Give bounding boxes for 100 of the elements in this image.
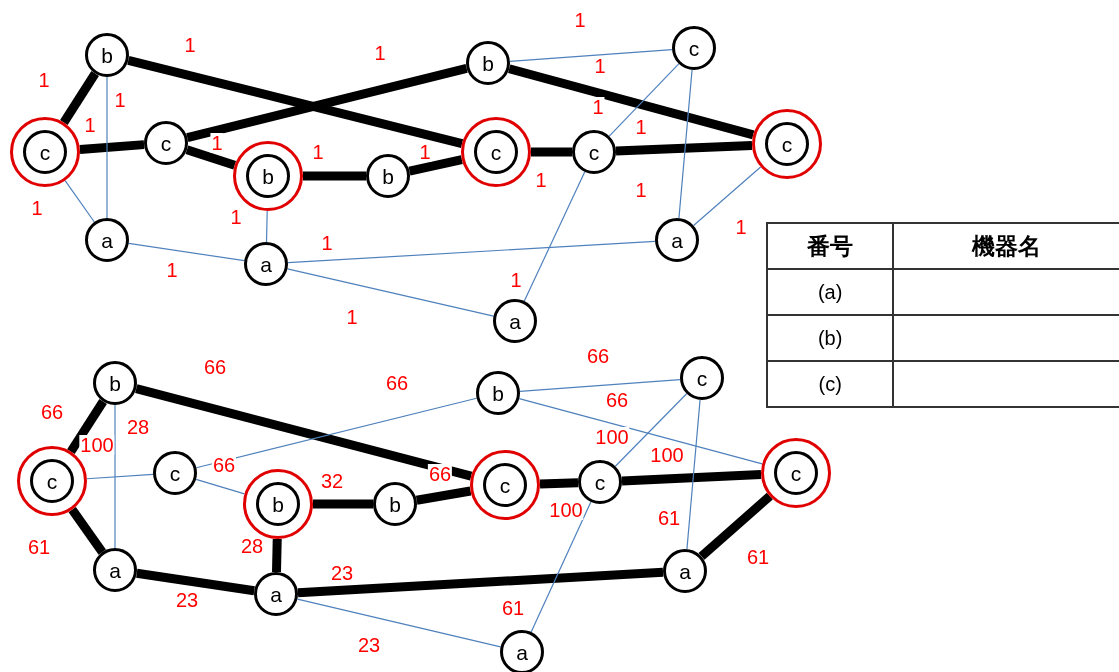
edge-label: 1 bbox=[320, 233, 334, 253]
circle-node bbox=[93, 548, 137, 592]
edge-label: 61 bbox=[26, 537, 52, 557]
edge-label: 1 bbox=[311, 142, 325, 162]
node-letter: a bbox=[671, 229, 683, 251]
link-line bbox=[530, 501, 592, 633]
circle-node bbox=[466, 41, 510, 85]
double-circle-node bbox=[233, 141, 303, 211]
edge-label: 28 bbox=[239, 536, 265, 556]
edge-label: 1 bbox=[373, 43, 387, 63]
double-circle-node bbox=[752, 109, 822, 179]
node-letter: c bbox=[499, 474, 511, 496]
link-line bbox=[303, 171, 366, 181]
circle-node bbox=[144, 121, 188, 165]
edge-label: 1 bbox=[113, 90, 127, 110]
edge-label: 23 bbox=[174, 590, 200, 610]
circle-node bbox=[663, 549, 707, 593]
link-line bbox=[698, 492, 773, 560]
edge-label: 1 bbox=[593, 56, 607, 76]
edge-label: 1 bbox=[634, 180, 648, 200]
edge-label: 1 bbox=[183, 35, 197, 55]
table-header: 機器名 bbox=[972, 232, 1042, 259]
node-letter: b bbox=[272, 493, 284, 515]
double-circle-node bbox=[10, 117, 80, 187]
edge-label: 1 bbox=[30, 198, 44, 218]
node-letter: c bbox=[594, 471, 606, 493]
link-line bbox=[86, 473, 154, 480]
edge-label: 1 bbox=[509, 270, 523, 290]
circle-node bbox=[254, 572, 298, 616]
link-line bbox=[185, 145, 237, 170]
link-line bbox=[186, 63, 468, 143]
link-line bbox=[408, 155, 463, 176]
link-line bbox=[539, 478, 579, 489]
circle-node bbox=[680, 356, 724, 400]
link-line bbox=[272, 538, 282, 573]
circle-node bbox=[93, 361, 137, 405]
edge-label: 66 bbox=[585, 346, 611, 366]
edge-label: 1 bbox=[165, 260, 179, 280]
circle-node bbox=[672, 26, 716, 70]
edge-label: 1 bbox=[734, 217, 748, 237]
edge-label: 61 bbox=[745, 547, 771, 567]
link-line bbox=[60, 71, 99, 125]
node-letter: b bbox=[492, 382, 504, 404]
node-letter: c bbox=[790, 462, 802, 484]
link-line bbox=[693, 166, 762, 227]
edge-label: 66 bbox=[384, 373, 410, 393]
edge-label: 32 bbox=[319, 471, 345, 491]
link-line bbox=[621, 470, 762, 486]
edge-label: 1 bbox=[634, 117, 648, 137]
edge-label: 61 bbox=[500, 598, 526, 618]
circle-node bbox=[500, 630, 544, 672]
link-line bbox=[127, 55, 464, 148]
edge-label: 1 bbox=[345, 307, 359, 327]
node-letter: c bbox=[39, 141, 51, 163]
edge-label: 1 bbox=[573, 10, 587, 30]
circle-node bbox=[655, 218, 699, 262]
table-cell-text: (a) bbox=[817, 280, 843, 303]
edge-label: 23 bbox=[356, 635, 382, 655]
circle-node bbox=[85, 218, 129, 262]
link-line bbox=[531, 147, 572, 157]
node-letter: c bbox=[46, 470, 58, 492]
double-circle-node bbox=[761, 438, 831, 508]
node-letter: c bbox=[688, 37, 700, 59]
node-letter: b bbox=[482, 52, 494, 74]
link-line bbox=[508, 64, 755, 140]
link-line bbox=[614, 393, 688, 467]
link-line bbox=[128, 242, 245, 262]
link-line bbox=[313, 499, 373, 509]
link-line bbox=[509, 49, 673, 62]
edge-label: 100 bbox=[79, 435, 115, 455]
link-line bbox=[523, 171, 586, 302]
edge-label: 66 bbox=[211, 455, 237, 475]
node-letter: b bbox=[389, 493, 401, 515]
node-letter: c bbox=[696, 367, 708, 389]
link-line bbox=[297, 567, 664, 598]
circle-node bbox=[476, 371, 520, 415]
circle-node bbox=[153, 451, 197, 495]
edge-label: 1 bbox=[83, 115, 97, 135]
link-line bbox=[415, 486, 472, 505]
node-letter: b bbox=[382, 165, 394, 187]
node-letter: c bbox=[160, 132, 172, 154]
node-letter: b bbox=[109, 372, 121, 394]
edge-label: 100 bbox=[548, 500, 584, 520]
circle-node bbox=[244, 242, 288, 286]
node-letter: c bbox=[490, 141, 502, 163]
node-letter: c bbox=[588, 141, 600, 163]
edge-label: 100 bbox=[594, 427, 630, 447]
node-letter: a bbox=[270, 583, 282, 605]
link-line bbox=[287, 240, 656, 264]
node-letter: a bbox=[109, 559, 121, 581]
circle-node bbox=[572, 130, 616, 174]
link-line bbox=[615, 140, 753, 156]
link-line bbox=[68, 506, 106, 555]
link-line bbox=[64, 180, 95, 223]
edge-label: 1 bbox=[591, 97, 605, 117]
edge-label: 66 bbox=[39, 402, 65, 422]
table-cell-text: (b) bbox=[817, 326, 843, 349]
node-letter: a bbox=[509, 310, 521, 332]
link-line bbox=[135, 384, 473, 481]
circle-node bbox=[366, 154, 410, 198]
